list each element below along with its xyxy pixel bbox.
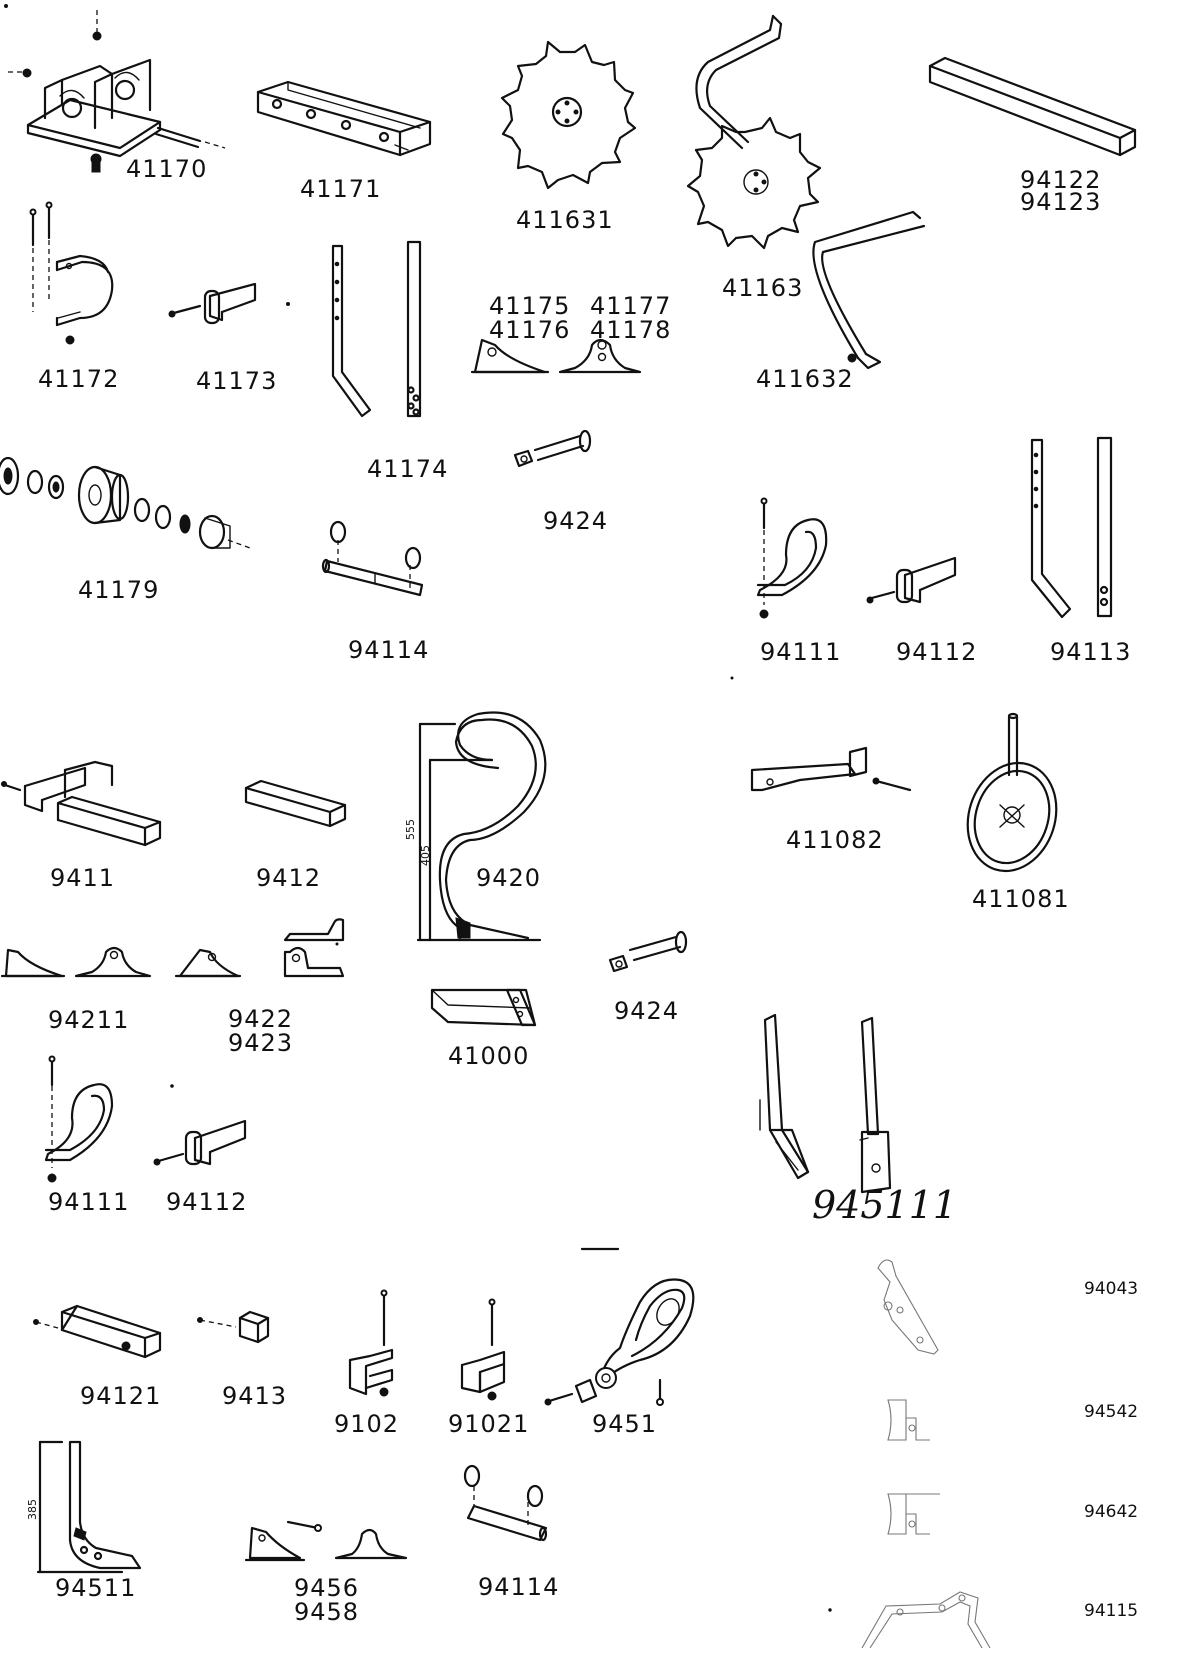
part-label-411632: 411632: [756, 365, 854, 393]
part-label-91021: 91021: [448, 1410, 530, 1438]
part-41171-drawing: [258, 82, 430, 155]
part-41163-drawing: [688, 16, 820, 248]
part-label-41176: 41176: [489, 316, 571, 344]
part-41174-drawing: [333, 242, 420, 416]
part-label-9451: 9451: [592, 1410, 658, 1438]
part-91021-drawing: [462, 1300, 504, 1401]
part-94112b-drawing: [154, 1085, 245, 1165]
part-label-94111-top: 94111: [760, 638, 842, 666]
part-label-9424-top: 9424: [543, 507, 609, 535]
part-41179-drawing: [0, 458, 250, 548]
part-411081-drawing: [954, 714, 1070, 883]
part-label-9102: 9102: [334, 1410, 400, 1438]
part-label-411631: 411631: [516, 206, 614, 234]
part-label-94112-top: 94112: [896, 638, 978, 666]
part-label-9456-9458: 9456 9458: [294, 1576, 359, 1624]
part-label-9423: 9423: [228, 1029, 294, 1057]
part-label-41174: 41174: [367, 455, 449, 483]
part-94113-drawing: [1032, 438, 1111, 617]
part-41173-drawing: [169, 284, 290, 323]
part-label-94115: 94115: [1084, 1601, 1139, 1621]
part-label-94642: 94642: [1084, 1502, 1139, 1522]
part-label-94121: 94121: [80, 1382, 162, 1410]
part-label-94211: 94211: [48, 1006, 130, 1034]
part-label-41175-41176: 41175 41176: [489, 294, 570, 342]
part-label-94112-lower: 94112: [166, 1188, 248, 1216]
part-94111b-drawing: [46, 1057, 112, 1183]
part-label-411081: 411081: [972, 885, 1070, 913]
part-label-9458: 9458: [294, 1598, 360, 1626]
part-label-94114-top: 94114: [348, 636, 430, 664]
part-label-9411: 9411: [50, 864, 116, 892]
part-label-41177-41178: 41177 41178: [590, 294, 671, 342]
part-label-94113: 94113: [1050, 638, 1132, 666]
part-94542-drawing: [888, 1400, 930, 1440]
part-9412-drawing: [246, 781, 345, 826]
part-94112a-drawing: [867, 558, 955, 603]
part-94642-drawing: [888, 1494, 940, 1534]
part-label-41000: 41000: [448, 1042, 530, 1070]
part-94111a-drawing: [758, 499, 826, 619]
part-9424a-drawing: [515, 431, 590, 466]
part-label-411082: 411082: [786, 826, 884, 854]
dimension-385: 385: [26, 1499, 39, 1520]
part-label-41163: 41163: [722, 274, 804, 302]
part-label-9422: 9422: [228, 1005, 294, 1033]
part-label-41178: 41178: [590, 316, 672, 344]
part-9456-drawing: [246, 1522, 406, 1560]
part-411631-drawing: [502, 42, 635, 188]
part-label-94511: 94511: [55, 1574, 137, 1602]
part-41175-drawing: [472, 340, 640, 372]
part-label-945111: 945111: [812, 1183, 958, 1227]
part-label-41170: 41170: [126, 155, 208, 183]
part-94122-drawing: [930, 58, 1135, 155]
part-label-94111-lower: 94111: [48, 1188, 130, 1216]
part-9413-drawing: [198, 1312, 269, 1342]
part-94115-drawing: [829, 1592, 990, 1648]
part-94114b-drawing: [465, 1466, 546, 1540]
part-9420-drawing: [418, 712, 545, 940]
dimension-555: 555: [404, 819, 417, 840]
part-label-94123: 94123: [1020, 188, 1102, 216]
part-9451-drawing: [545, 1279, 693, 1405]
part-41000-drawing: [432, 990, 535, 1025]
stray-mark: [336, 943, 338, 945]
part-411632-drawing: [813, 212, 924, 368]
part-94211-drawing: [2, 948, 150, 976]
dimension-405: 405: [419, 845, 432, 866]
part-41172-drawing: [31, 203, 113, 345]
part-945111-drawing: [760, 1015, 890, 1192]
part-411082-drawing: [752, 748, 910, 790]
part-94114a-drawing: [323, 522, 422, 595]
part-label-41172: 41172: [38, 365, 120, 393]
part-label-9420: 9420: [476, 864, 542, 892]
part-label-41171: 41171: [300, 175, 382, 203]
part-label-94043: 94043: [1084, 1279, 1139, 1299]
part-label-41175: 41175: [489, 292, 571, 320]
part-label-41179: 41179: [78, 576, 160, 604]
part-94121-drawing: [34, 1306, 161, 1357]
part-label-41173: 41173: [196, 367, 278, 395]
part-94511-drawing: [38, 1442, 140, 1572]
stray-mark: [731, 677, 733, 679]
part-label-9412: 9412: [256, 864, 322, 892]
part-label-41177: 41177: [590, 292, 672, 320]
part-label-94114-bottom: 94114: [478, 1573, 560, 1601]
part-label-94542: 94542: [1084, 1402, 1139, 1422]
part-label-9422-9423: 9422 9423: [228, 1007, 293, 1055]
part-9424b-drawing: [610, 932, 686, 971]
part-label-9456: 9456: [294, 1574, 360, 1602]
part-label-94122-94123: 94122 94123: [1020, 166, 1102, 216]
part-label-9424-middle: 9424: [614, 997, 680, 1025]
part-41170-drawing: [8, 10, 225, 172]
part-9422-drawing: [176, 919, 343, 976]
part-label-94122: 94122: [1020, 166, 1102, 194]
stray-mark: [5, 5, 8, 8]
part-9411-drawing: [2, 762, 161, 845]
part-9102-drawing: [350, 1291, 392, 1397]
part-94043-drawing: [878, 1260, 938, 1354]
part-label-9413: 9413: [222, 1382, 288, 1410]
